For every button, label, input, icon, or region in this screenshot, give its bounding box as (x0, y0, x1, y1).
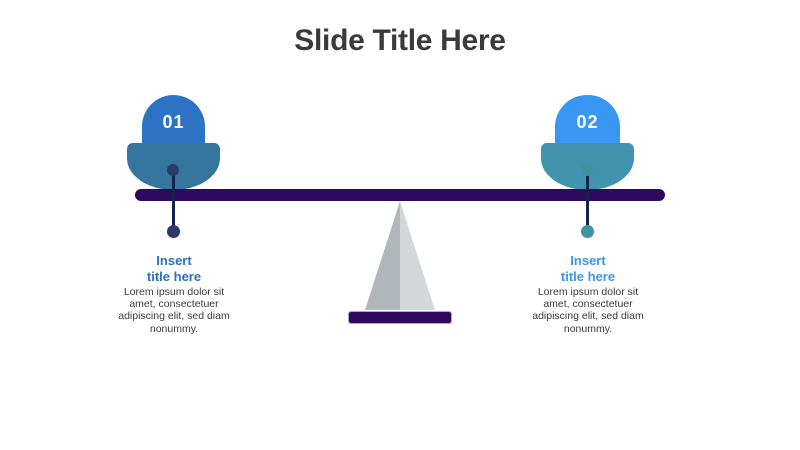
item-2-body-line-4: nonummy. (563, 322, 613, 335)
item-1-body-line-4: nonummy. (149, 322, 199, 335)
fulcrum-base-bar (349, 312, 451, 323)
weight-2-number: 02 (576, 111, 599, 132)
seesaw-beam (135, 189, 665, 201)
connector-line-2 (586, 168, 589, 232)
item-1-body-line-3: adipiscing elit, sed diam (118, 310, 230, 323)
connector-line-1 (172, 168, 175, 232)
fulcrum-right-face (400, 201, 435, 310)
item-2-body: Lorem ipsum dolor sit amet, consectetuer… (512, 286, 664, 335)
weight-2-dome: 02 (555, 95, 620, 147)
item-1-title: Insert title here (98, 253, 250, 285)
weight-1-dome: 01 (142, 95, 205, 147)
fulcrum-left-face (365, 201, 400, 310)
item-2-body-line-2: amet, consectetuer (543, 298, 633, 311)
weight-1-number: 01 (162, 111, 185, 132)
connector-bottom-dot-2 (581, 225, 594, 238)
item-1-body-line-1: Lorem ipsum dolor sit (123, 286, 225, 298)
connector-bottom-dot-1 (167, 225, 180, 238)
item-1-title-line-1: Insert (156, 253, 192, 268)
item-2-title-line-1: Insert (570, 253, 606, 268)
item-2-title: Insert title here (512, 253, 664, 285)
connector-top-dot-2 (581, 164, 593, 176)
item-1-body: Lorem ipsum dolor sit amet, consectetuer… (98, 286, 250, 335)
item-2-body-line-3: adipiscing elit, sed diam (532, 310, 644, 323)
item-2-title-line-2: title here (560, 269, 616, 284)
item-1-title-line-2: title here (146, 269, 202, 284)
slide-title: Slide Title Here (294, 24, 506, 57)
item-2-body-line-1: Lorem ipsum dolor sit (537, 286, 639, 298)
item-1-body-line-2: amet, consectetuer (129, 298, 219, 311)
connector-top-dot-1 (167, 164, 179, 176)
